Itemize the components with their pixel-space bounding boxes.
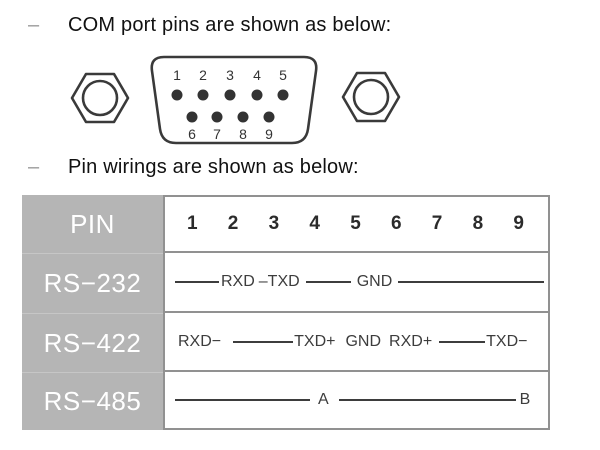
- bottom-pin-dots: [186, 111, 275, 123]
- header-pin-2: 2: [227, 213, 239, 234]
- bullet-pin-wirings: – Pin wirings are shown as below:: [28, 156, 359, 179]
- rs485-label: RS−485: [22, 372, 163, 430]
- wire-line: [175, 281, 219, 283]
- wire-line: [398, 281, 544, 283]
- pin-number-9: 9: [265, 126, 273, 142]
- rs232-label: RS−232: [22, 253, 163, 313]
- wire-line: [439, 340, 486, 343]
- pin-dot-2: [197, 89, 209, 101]
- pin-wiring-table: PIN 1 2 3 4 5 6 7 8 9 RS−232 RXD –TXD GN…: [22, 195, 550, 430]
- pin-number-8: 8: [239, 126, 247, 142]
- bottom-pin-numbers: 6 7 8 9: [188, 126, 273, 142]
- pin-number-4: 4: [253, 67, 261, 83]
- rs422-txd-plus: TXD+: [294, 332, 336, 350]
- pin-number-1: 1: [173, 67, 181, 83]
- pin-dot-5: [277, 89, 289, 101]
- screw-nut-left-icon: [70, 72, 130, 124]
- bullet-dash: –: [28, 14, 40, 36]
- rs485-b: B: [519, 391, 531, 408]
- rs422-gnd: GND: [345, 332, 382, 350]
- table-row-header: PIN 1 2 3 4 5 6 7 8 9: [22, 195, 550, 253]
- wire-line: [305, 281, 351, 283]
- table-row-rs232: RS−232 RXD –TXD GND: [22, 253, 550, 313]
- rs422-label: RS−422: [22, 313, 163, 372]
- pin-number-3: 3: [226, 67, 234, 83]
- pin-number-5: 5: [279, 67, 287, 83]
- bullet-com-port: – COM port pins are shown as below:: [28, 14, 391, 37]
- header-pin-numbers: 1 2 3 4 5 6 7 8 9: [163, 195, 550, 253]
- rs232-txd: –TXD: [258, 273, 300, 290]
- screw-nut-right-icon: [341, 71, 401, 123]
- pin-dot-1: [171, 89, 183, 101]
- bullet-text-pin-wirings: Pin wirings are shown as below:: [68, 156, 359, 178]
- header-pin-1: 1: [187, 213, 198, 234]
- header-pin-9: 9: [513, 213, 524, 234]
- header-pin-6: 6: [390, 213, 402, 234]
- bullet-text-com-port: COM port pins are shown as below:: [68, 14, 392, 36]
- pin-dot-4: [251, 89, 263, 101]
- table-row-rs422: RS−422 RXD− TXD+ GND RXD+ TXD−: [22, 313, 550, 372]
- pin-number-2: 2: [199, 67, 207, 83]
- header-pin-label: PIN: [22, 195, 163, 253]
- pin-dot-3: [224, 89, 236, 101]
- rs232-wiring: RXD –TXD GND: [163, 253, 550, 313]
- rs485-wiring: A B: [163, 372, 550, 430]
- wire-line: [175, 399, 310, 401]
- pin-number-7: 7: [213, 126, 221, 142]
- top-pin-dots: [171, 89, 289, 101]
- header-pin-5: 5: [350, 213, 361, 234]
- header-pin-3: 3: [268, 213, 280, 234]
- rs422-wiring: RXD− TXD+ GND RXD+ TXD−: [163, 313, 550, 372]
- rs485-a: A: [318, 391, 329, 408]
- rs422-txd-minus: TXD−: [486, 332, 528, 350]
- top-pin-numbers: 1 2 3 4 5: [173, 67, 287, 83]
- header-pin-4: 4: [309, 213, 320, 234]
- rs422-rxd-minus: RXD−: [178, 332, 222, 350]
- db9-connector-diagram: 1 2 3 4 5 6 7 8 9: [70, 55, 401, 145]
- table-row-rs485: RS−485 A B: [22, 372, 550, 430]
- pin-dot-9: [263, 111, 275, 123]
- header-pin-8: 8: [472, 213, 484, 234]
- rs232-rxd: RXD: [221, 273, 255, 290]
- pin-dot-8: [237, 111, 249, 123]
- wire-line: [233, 340, 294, 343]
- rs232-gnd: GND: [356, 273, 393, 290]
- header-pin-7: 7: [431, 213, 443, 234]
- wire-line: [338, 399, 516, 401]
- pin-dot-7: [211, 111, 223, 123]
- bullet-dash: –: [28, 156, 40, 178]
- rs422-rxd-plus: RXD+: [389, 332, 433, 350]
- pin-number-6: 6: [188, 126, 196, 142]
- pin-dot-6: [186, 111, 198, 123]
